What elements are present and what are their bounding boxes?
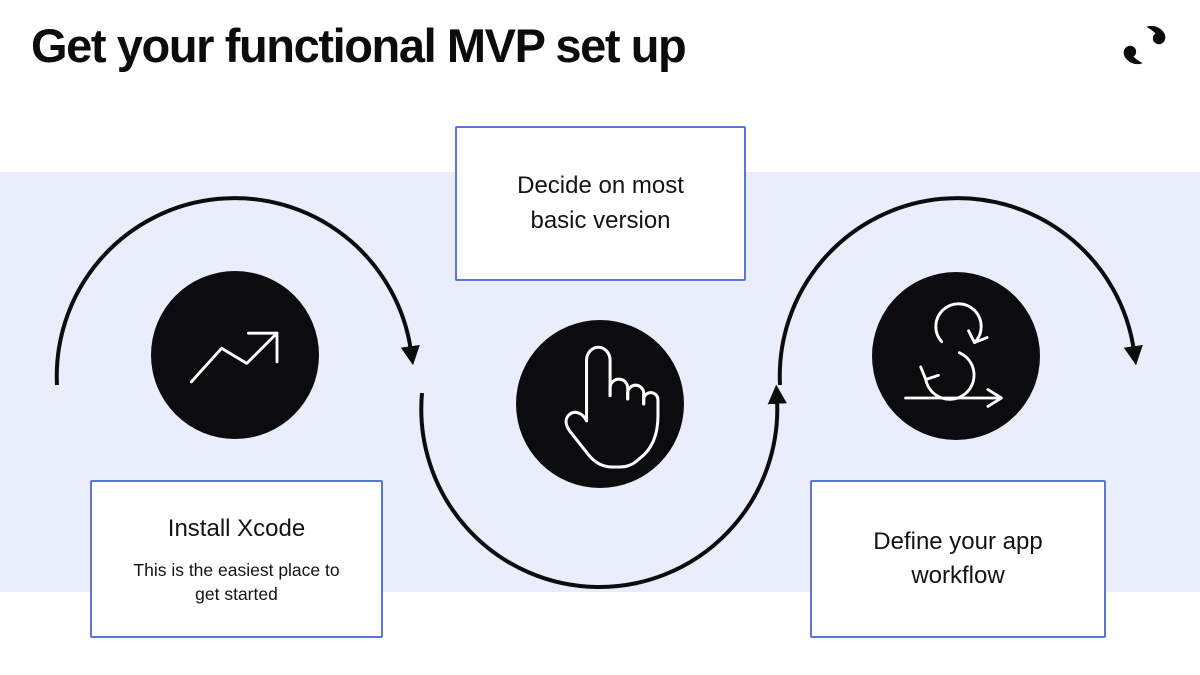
page-title: Get your functional MVP set up: [31, 19, 687, 72]
brand-swoosh-logo-icon: [1121, 25, 1168, 65]
step-circle-install-xcode: [151, 271, 319, 439]
card-install-xcode: Install Xcode This is the easiest place …: [90, 480, 383, 638]
card-define-app-workflow: Define your app workflow: [810, 480, 1106, 638]
card-title: Decide on most basic version: [517, 172, 684, 234]
step-circle-define-workflow: [872, 272, 1040, 440]
card-title: Define your app workflow: [873, 527, 1043, 589]
card-title: Install Xcode: [167, 514, 306, 542]
scrum-sprint-icon: [904, 302, 1003, 408]
card-decide-basic-version: Decide on most basic version: [455, 126, 746, 281]
card-subtitle: This is the easiest place to get started: [133, 559, 340, 605]
tap-hand-icon: [564, 345, 660, 469]
trending-up-icon: [189, 331, 279, 384]
step-circle-decide-version: [516, 320, 684, 488]
